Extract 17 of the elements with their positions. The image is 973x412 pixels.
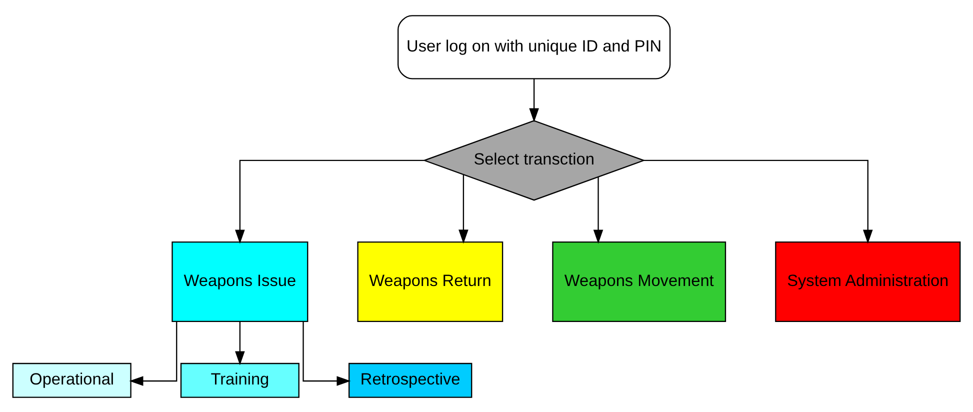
node-box: Weapons Issue	[172, 241, 308, 322]
arrow	[529, 78, 539, 122]
node-box: Training	[180, 362, 300, 398]
arrow	[593, 176, 604, 244]
node-box: Retrospective	[348, 362, 472, 398]
node-diamond: Select transction	[422, 120, 646, 200]
node-box: Operational	[12, 362, 132, 398]
node-box: Weapons Movement	[552, 241, 726, 322]
node-box: User log on with unique ID and PIN	[398, 14, 671, 79]
node-box: System Administration	[775, 241, 961, 322]
arrow	[644, 159, 873, 244]
node-box: Weapons Return	[357, 241, 504, 322]
arrow	[235, 159, 424, 244]
arrow	[129, 321, 178, 386]
arrow	[235, 321, 245, 365]
arrow	[458, 174, 468, 244]
arrow	[302, 321, 351, 386]
